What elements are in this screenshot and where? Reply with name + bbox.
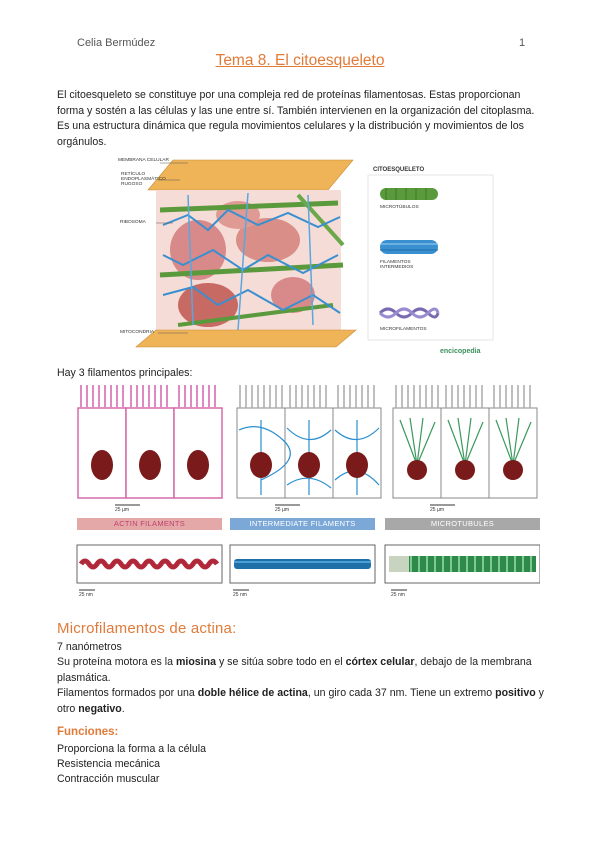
- microtubule-cells: [392, 385, 538, 499]
- figure2-caption: Hay 3 filamentos principales:: [57, 367, 193, 379]
- filament-types-figure: 25 µm 25 µm 25 µm ACTIN FILAMENTS INTERM…: [75, 380, 541, 610]
- text: , un giro cada 37 nm. Tiene un extremo: [307, 687, 496, 699]
- microtubule-sample: [380, 188, 438, 200]
- page-number: 1: [519, 37, 526, 49]
- function-item: Resistencia mecánica: [57, 758, 161, 770]
- header-author: Celia Bermúdez: [77, 37, 156, 49]
- label-microfilamentos: MICROFILAMENTOS: [380, 327, 427, 332]
- text: y se sitúa sobre todo en el: [216, 656, 346, 668]
- cytoskeleton-illustration: [135, 159, 494, 348]
- label-citoesqueleto: CITOESQUELETO: [373, 167, 425, 173]
- label-ribosoma: RIBOSOMA: [120, 220, 146, 225]
- filament-cells-illustration: [76, 385, 541, 591]
- fiber-scale-intermediate: 25 nm: [233, 592, 247, 598]
- membrane-top: [147, 159, 354, 191]
- text: Filamentos formados por una: [57, 687, 198, 699]
- intermediate-filament-sample: [380, 240, 438, 254]
- function-item: Proporciona la forma a la célula: [57, 743, 206, 755]
- encyclopedia-logo: encicopedia: [440, 348, 481, 355]
- banner-actin: ACTIN FILAMENTS: [77, 518, 222, 530]
- label-membrana: MEMBRANA CELULAR: [118, 158, 169, 163]
- intermediate-cells: [236, 385, 382, 499]
- bold-cortex: córtex celular: [345, 656, 415, 668]
- actin-fiber-box: [76, 544, 223, 584]
- legend-box: [367, 174, 494, 341]
- paragraph-motor-protein: Su proteína motora es la miosina y se si…: [57, 655, 547, 686]
- actin-cells: [77, 385, 223, 499]
- membrane-bottom: [135, 329, 357, 348]
- text: .: [121, 702, 125, 715]
- scale-label-microtubule: 25 µm: [430, 507, 444, 513]
- page-title: Tema 8. El citoesqueleto: [215, 52, 385, 69]
- banner-microtubules: MICROTUBULES: [385, 518, 540, 530]
- label-filamentos-intermedios: FILAMENTOS INTERMEDIOS: [380, 260, 414, 270]
- functions-heading: Funciones:: [57, 726, 119, 738]
- paragraph-helix: Filamentos formados por una doble hélice…: [57, 686, 547, 717]
- label-reticulo: RETÍCULO ENDOPLASMÁTICO RUGOSO: [121, 172, 166, 187]
- scale-label-intermediate: 25 µm: [275, 507, 289, 513]
- fiber-scale-actin: 25 nm: [79, 592, 93, 598]
- fiber-scale-microtubule: 25 nm: [391, 592, 405, 598]
- intermediate-filament-line: [162, 208, 341, 232]
- bold-double-helix: doble hélice de actina: [197, 687, 308, 699]
- bold-positive: positivo: [495, 687, 536, 699]
- bold-miosina: miosina: [175, 656, 216, 668]
- text: , debajo de la membrana plasmática.: [57, 656, 532, 684]
- banner-intermediate: INTERMEDIATE FILAMENTS: [230, 518, 375, 530]
- section-heading: Microfilamentos de actina:: [57, 620, 237, 637]
- scale-label-actin: 25 µm: [115, 507, 129, 513]
- bold-negative: negativo: [78, 702, 122, 715]
- text: y otro: [57, 687, 544, 715]
- function-item: Contracción muscular: [57, 773, 160, 785]
- filament-size: 7 nanómetros: [57, 641, 122, 653]
- cytoskeleton-figure: MEMBRANA CELULAR RETÍCULO ENDOPLASMÁTICO…: [118, 155, 508, 365]
- text: Su proteína motora es la: [57, 656, 176, 668]
- label-microtubulos: MICROTÚBULOS: [380, 205, 419, 210]
- intro-paragraph: El citoesqueleto se constituye por una c…: [57, 89, 535, 148]
- label-mitocondria: MITOCONDRIA: [120, 330, 155, 335]
